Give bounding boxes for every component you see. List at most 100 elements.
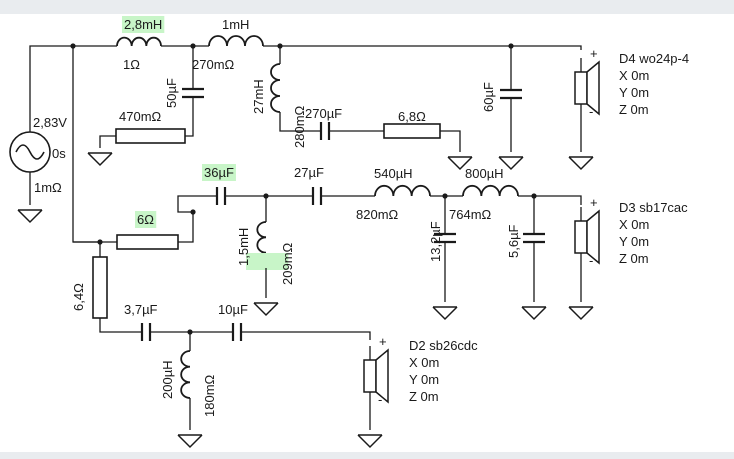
ground-icon <box>521 306 547 321</box>
L4-value: 1,5mH <box>236 228 251 266</box>
driver-name: D3 sb17cac <box>619 200 688 215</box>
L7-value: 200µH <box>160 360 175 399</box>
ground-icon <box>568 306 594 321</box>
driver-name: D2 sb26cdc <box>409 338 478 353</box>
wire <box>73 241 101 257</box>
C6-value: 13,2µF <box>428 221 443 262</box>
resistor-R2[interactable] <box>383 123 441 139</box>
resistor-symbol <box>115 128 186 144</box>
resistor-symbol <box>92 256 108 319</box>
L3-value: 27mH <box>251 79 266 114</box>
inductor-symbol <box>180 350 191 399</box>
capacitor-C4[interactable] <box>215 187 227 205</box>
C9-value: 10µF <box>218 302 248 317</box>
inductor-L3[interactable] <box>270 63 281 113</box>
C8-value: 3,7µF <box>124 302 158 317</box>
L5-resistance: 820mΩ <box>356 207 399 222</box>
wire <box>29 45 117 133</box>
capacitor-C2[interactable] <box>319 122 331 140</box>
L1-value: 2,8mH <box>124 17 162 32</box>
highlight-bg <box>246 253 289 270</box>
resistor-R4[interactable] <box>92 256 108 319</box>
resistor-symbol <box>383 123 441 139</box>
speaker-cone-icon <box>586 209 600 265</box>
R4-value: 6,4Ω <box>71 283 86 311</box>
ground-icon <box>357 434 383 449</box>
wire <box>440 130 461 152</box>
resistor-R1[interactable] <box>115 128 186 144</box>
capacitor-C7[interactable] <box>523 232 545 244</box>
top-toolbar-strip <box>0 0 734 14</box>
wire <box>518 195 582 205</box>
R1-value: 470mΩ <box>119 109 162 124</box>
bottom-scrollbar-strip <box>0 452 734 459</box>
capacitor-C9[interactable] <box>231 323 243 341</box>
inductor-symbol <box>116 36 162 47</box>
polarity-plus: + <box>590 195 598 210</box>
driver-x: X 0m <box>409 355 439 370</box>
junction-dot <box>190 209 196 215</box>
resistor-R3[interactable] <box>116 234 179 250</box>
L6-resistance: 764mΩ <box>449 207 492 222</box>
inductor-symbol <box>208 35 264 47</box>
inductor-L7[interactable] <box>180 350 191 399</box>
wire <box>99 135 116 148</box>
speaker-cone-icon <box>375 348 389 404</box>
speaker-cone-icon <box>586 60 600 116</box>
speaker-D4[interactable]: +- <box>574 46 600 120</box>
C3-value: 60µF <box>481 82 496 112</box>
wire <box>177 195 217 243</box>
L2-value: 1mH <box>222 17 249 32</box>
capacitor-C5[interactable] <box>311 187 323 205</box>
speaker-D2[interactable]: +- <box>363 334 389 408</box>
C1-value: 50µF <box>164 78 179 108</box>
inductor-L6[interactable] <box>462 184 519 197</box>
polarity-minus: - <box>589 253 593 268</box>
wire <box>185 98 194 137</box>
polarity-minus: - <box>378 392 382 407</box>
L3-resistance: 280mΩ <box>292 105 307 148</box>
resistor-symbol <box>116 234 179 250</box>
L5-value: 540µH <box>374 166 413 181</box>
polarity-plus: + <box>590 46 598 61</box>
R2-value: 6,8Ω <box>398 109 426 124</box>
driver-z: Z 0m <box>619 251 649 266</box>
highlight-bg <box>202 164 236 181</box>
junction-dot <box>97 239 103 245</box>
highlight-bg <box>122 16 165 33</box>
inductor-L5[interactable] <box>374 184 431 197</box>
L6-value: 800µH <box>465 166 504 181</box>
source-delay: 0s <box>52 146 66 161</box>
inductor-L2[interactable] <box>208 35 264 47</box>
polarity-plus: + <box>379 334 387 349</box>
C4-value: 36µF <box>204 165 234 180</box>
wire <box>99 318 142 333</box>
R3-value: 6Ω <box>137 212 154 227</box>
wire <box>279 112 321 132</box>
driver-z: Z 0m <box>619 102 649 117</box>
capacitor-C8[interactable] <box>140 323 152 341</box>
driver-y: Y 0m <box>409 372 439 387</box>
ground-icon <box>498 156 524 171</box>
inductor-L1[interactable] <box>116 36 162 47</box>
speaker-D3[interactable]: +- <box>574 195 600 269</box>
ground-icon <box>253 302 279 317</box>
driver-x: X 0m <box>619 217 649 232</box>
source-resistance: 1mΩ <box>34 180 62 195</box>
capacitor-C6[interactable] <box>434 232 456 244</box>
C2-value: 270µF <box>305 106 342 121</box>
capacitor-C1[interactable] <box>182 87 204 99</box>
speaker-magnet <box>574 220 588 254</box>
C7-value: 5,6µF <box>506 224 521 258</box>
ground-icon <box>17 209 43 224</box>
speaker-magnet <box>574 71 588 105</box>
driver-y: Y 0m <box>619 234 649 249</box>
L7-resistance: 180mΩ <box>202 374 217 417</box>
ground-icon <box>87 152 113 167</box>
inductor-symbol <box>462 184 519 197</box>
L1-resistance: 1Ω <box>123 57 140 72</box>
capacitor-C3[interactable] <box>500 88 522 100</box>
inductor-symbol <box>374 184 431 197</box>
